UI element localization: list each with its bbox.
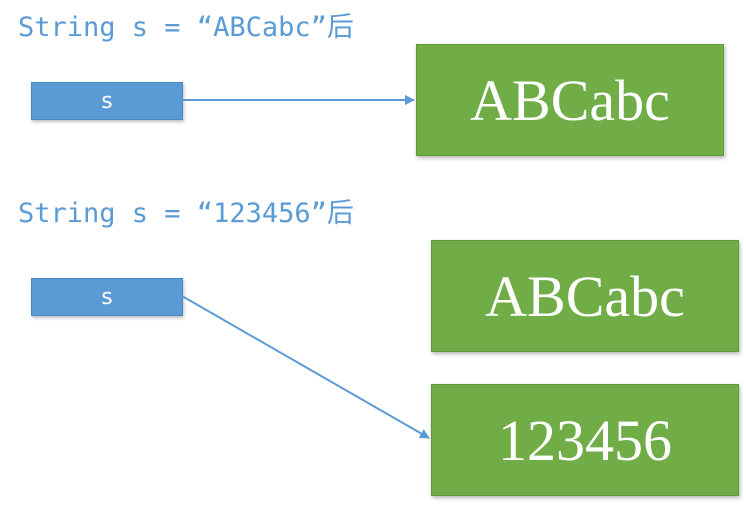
variable-s-top-label: s <box>101 88 113 114</box>
string-object-123456-label: 123456 <box>498 407 672 473</box>
caption-top: String s = “ABCabc”后 <box>18 12 354 43</box>
variable-s-bottom-label: s <box>101 284 113 310</box>
string-object-abcabc-top: ABCabc <box>416 44 724 156</box>
string-object-abcabc-top-label: ABCabc <box>470 67 670 133</box>
variable-s-top: s <box>31 82 183 120</box>
caption-bottom: String s = “123456”后 <box>18 198 354 229</box>
variable-s-bottom: s <box>31 278 183 316</box>
string-object-123456: 123456 <box>431 384 739 496</box>
string-object-abcabc-bottom-label: ABCabc <box>485 263 685 329</box>
string-object-abcabc-bottom: ABCabc <box>431 240 739 352</box>
arrow-bottom <box>181 295 430 439</box>
